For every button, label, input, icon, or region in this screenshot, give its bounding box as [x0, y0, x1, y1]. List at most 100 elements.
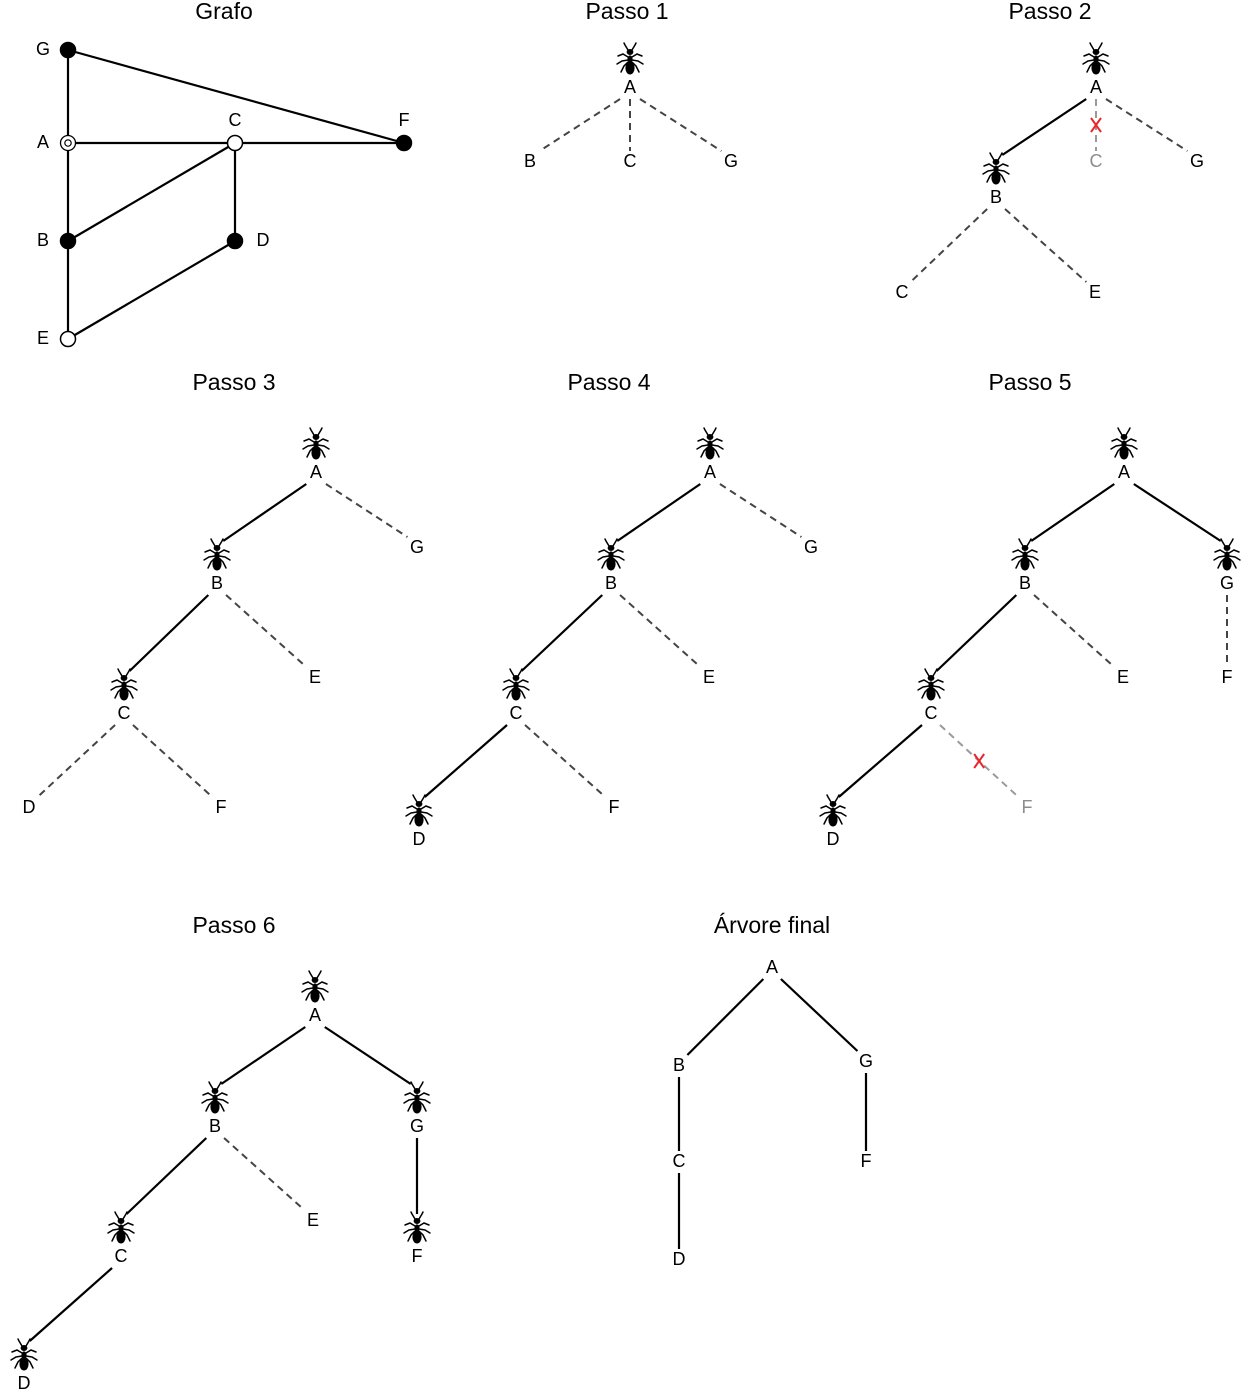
tree-node-c: C	[673, 1151, 686, 1171]
graph-node-g: G	[36, 39, 77, 59]
tree-node-d: D	[673, 1249, 686, 1269]
tree-node-label: A	[310, 462, 322, 482]
tree-node-label: D	[673, 1249, 686, 1269]
tree-node-label: B	[673, 1055, 685, 1075]
tree-edge-b-e-dashed	[619, 594, 701, 668]
tree-node-a: A	[1110, 427, 1138, 482]
panel-title-grafo: Grafo	[195, 0, 253, 24]
graph-node-b: B	[37, 230, 77, 250]
tree-node-g: G	[403, 1081, 431, 1136]
tree-edge-a-b	[220, 1026, 306, 1085]
tree-node-label: B	[524, 151, 536, 171]
tree-node-label: E	[1089, 282, 1101, 302]
tree-node-label: E	[307, 1210, 319, 1230]
tree-edge-c-d	[424, 724, 508, 798]
tree-edge-b-e-dashed	[1033, 594, 1115, 668]
tree-node-e: E	[703, 667, 715, 687]
graph-node-label: G	[36, 39, 50, 59]
panel-title-passo4: Passo 4	[567, 369, 650, 395]
ant-icon	[110, 668, 138, 702]
tree-edge-a-b	[1001, 98, 1087, 156]
tree-node-f: F	[216, 797, 227, 817]
tree-node-label: G	[804, 537, 818, 557]
ant-icon	[302, 427, 330, 461]
graph-node-d: D	[226, 230, 270, 250]
graph-node-label: D	[257, 230, 270, 250]
graph-node-label: C	[229, 110, 242, 130]
ant-icon	[1110, 427, 1138, 461]
tree-edge-a-b	[616, 483, 701, 542]
graph-node-label: A	[37, 132, 49, 152]
tree-node-g: G	[859, 1051, 873, 1071]
tree-node-label: E	[309, 667, 321, 687]
tree-edge-a-g-dashed	[719, 483, 802, 538]
tree-node-b: B	[203, 538, 231, 593]
ant-icon	[403, 1211, 431, 1245]
tree-node-label: C	[1090, 151, 1103, 171]
graph-node-a: A	[37, 132, 77, 152]
graph-node-label: E	[37, 328, 49, 348]
tree-node-f: F	[403, 1211, 431, 1266]
tree-edge-a-b	[686, 978, 765, 1056]
ant-icon	[819, 794, 847, 828]
tree-node-g: G	[724, 151, 738, 171]
panel-passo6: A B G C E F D	[10, 970, 431, 1392]
tree-node-d: D	[10, 1338, 38, 1392]
tree-node-label: B	[605, 573, 617, 593]
tree-node-c: C	[896, 282, 909, 302]
tree-node-label: E	[1117, 667, 1129, 687]
ant-icon	[1011, 538, 1039, 572]
ant-icon	[403, 1081, 431, 1115]
graph-node-f: F	[395, 110, 413, 152]
start-node-inner-marker	[64, 139, 72, 147]
tree-node-label: C	[115, 1246, 128, 1266]
tree-edge-c-d	[29, 1267, 113, 1342]
panel-title-passo2: Passo 2	[1008, 0, 1091, 24]
tree-edge-b-c	[935, 594, 1018, 672]
tree-node-label: D	[18, 1373, 31, 1392]
blocked-edge-x-icon	[1090, 117, 1102, 133]
ant-icon	[616, 42, 644, 76]
graph-node-label: B	[37, 230, 49, 250]
blocked-edge-x-icon	[973, 753, 985, 769]
tree-node-label: A	[704, 462, 716, 482]
tree-node-label: C	[510, 703, 523, 723]
tree-node-e: E	[1089, 282, 1101, 302]
tree-node-e: E	[1117, 667, 1129, 687]
ant-icon	[10, 1338, 38, 1372]
ant-icon	[1213, 538, 1241, 572]
tree-node-g: G	[1190, 151, 1204, 171]
graph-edge-g-f	[67, 48, 405, 145]
tree-edge-a-b	[222, 483, 307, 542]
tree-node-e: E	[307, 1210, 319, 1230]
tree-node-b: B	[201, 1081, 229, 1136]
tree-edge-a-g	[780, 978, 859, 1052]
tree-node-label: C	[118, 703, 131, 723]
tree-node-e: E	[309, 667, 321, 687]
tree-edge-a-b	[1030, 483, 1115, 542]
tree-node-label: F	[216, 797, 227, 817]
tree-node-a: A	[301, 970, 329, 1025]
tree-edge-b-e-dashed	[225, 594, 307, 668]
tree-node-a: A	[1082, 42, 1110, 97]
tree-node-c: C	[107, 1211, 135, 1266]
ant-icon	[696, 427, 724, 461]
tree-node-label: D	[23, 797, 36, 817]
tree-node-f: F	[1022, 797, 1033, 817]
tree-edge-c-f-dashed	[132, 724, 213, 798]
tree-edge-b-c	[520, 594, 604, 672]
open-node-marker	[226, 134, 244, 152]
graph-edge-e-d	[67, 240, 236, 340]
tree-node-label: C	[925, 703, 938, 723]
tree-node-label: G	[724, 151, 738, 171]
panel-title-final: Árvore final	[714, 912, 830, 938]
tree-node-f: F	[1222, 667, 1233, 687]
tree-node-label: F	[609, 797, 620, 817]
tree-edge-a-b-dashed	[539, 98, 621, 152]
tree-edge-b-e-dashed	[223, 1137, 305, 1211]
ant-icon	[203, 538, 231, 572]
